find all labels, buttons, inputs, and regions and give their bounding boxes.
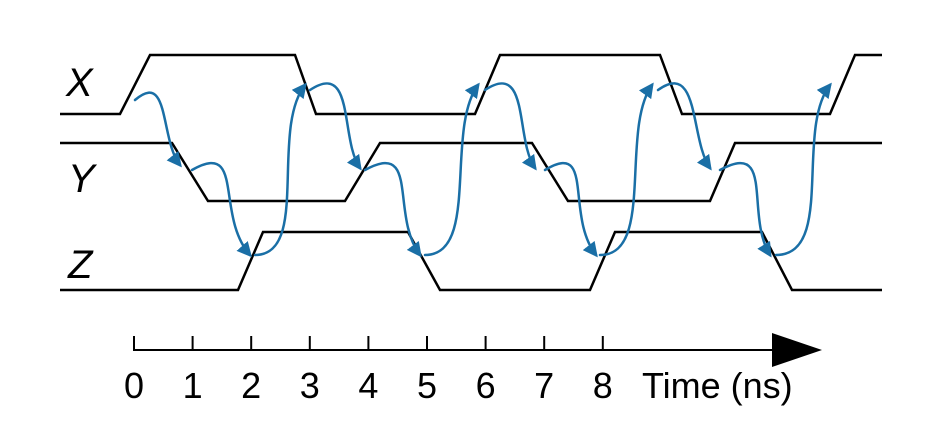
causal-arrow <box>598 82 654 257</box>
axis-tick-label: 4 <box>358 365 378 406</box>
signal-label-z: Z <box>67 243 94 287</box>
waveform-y <box>60 141 882 203</box>
axis-tick-label: 8 <box>593 365 613 406</box>
axis-tick-label: 0 <box>124 365 144 406</box>
axis-tick-label: 1 <box>183 365 203 406</box>
time-axis-label: Time (ns) <box>642 365 793 406</box>
signal-label-y: Y <box>68 157 98 201</box>
causal-arrow <box>774 82 832 257</box>
time-axis-arrowhead <box>772 333 822 367</box>
causal-arrow <box>423 82 480 257</box>
waveform-x <box>60 53 882 116</box>
causal-arrow <box>543 161 598 258</box>
causal-arrow <box>133 91 182 168</box>
causal-arrow <box>656 82 712 171</box>
axis-tick-label: 5 <box>417 365 437 406</box>
axis-tick-label: 7 <box>534 365 554 406</box>
axis-tick-label: 2 <box>241 365 261 406</box>
causal-arrow <box>190 161 252 258</box>
causality-arrows <box>133 82 832 258</box>
causal-arrow <box>483 82 537 171</box>
causal-arrow <box>308 82 362 171</box>
causal-arrow <box>363 161 422 258</box>
signal-label-x: X <box>65 61 94 105</box>
causal-arrow <box>718 161 772 258</box>
waveform-z <box>60 230 882 292</box>
axis-tick-label: 6 <box>476 365 496 406</box>
axis-tick-label: 3 <box>300 365 320 406</box>
tick-marks <box>133 336 604 350</box>
causal-arrow <box>253 82 307 257</box>
